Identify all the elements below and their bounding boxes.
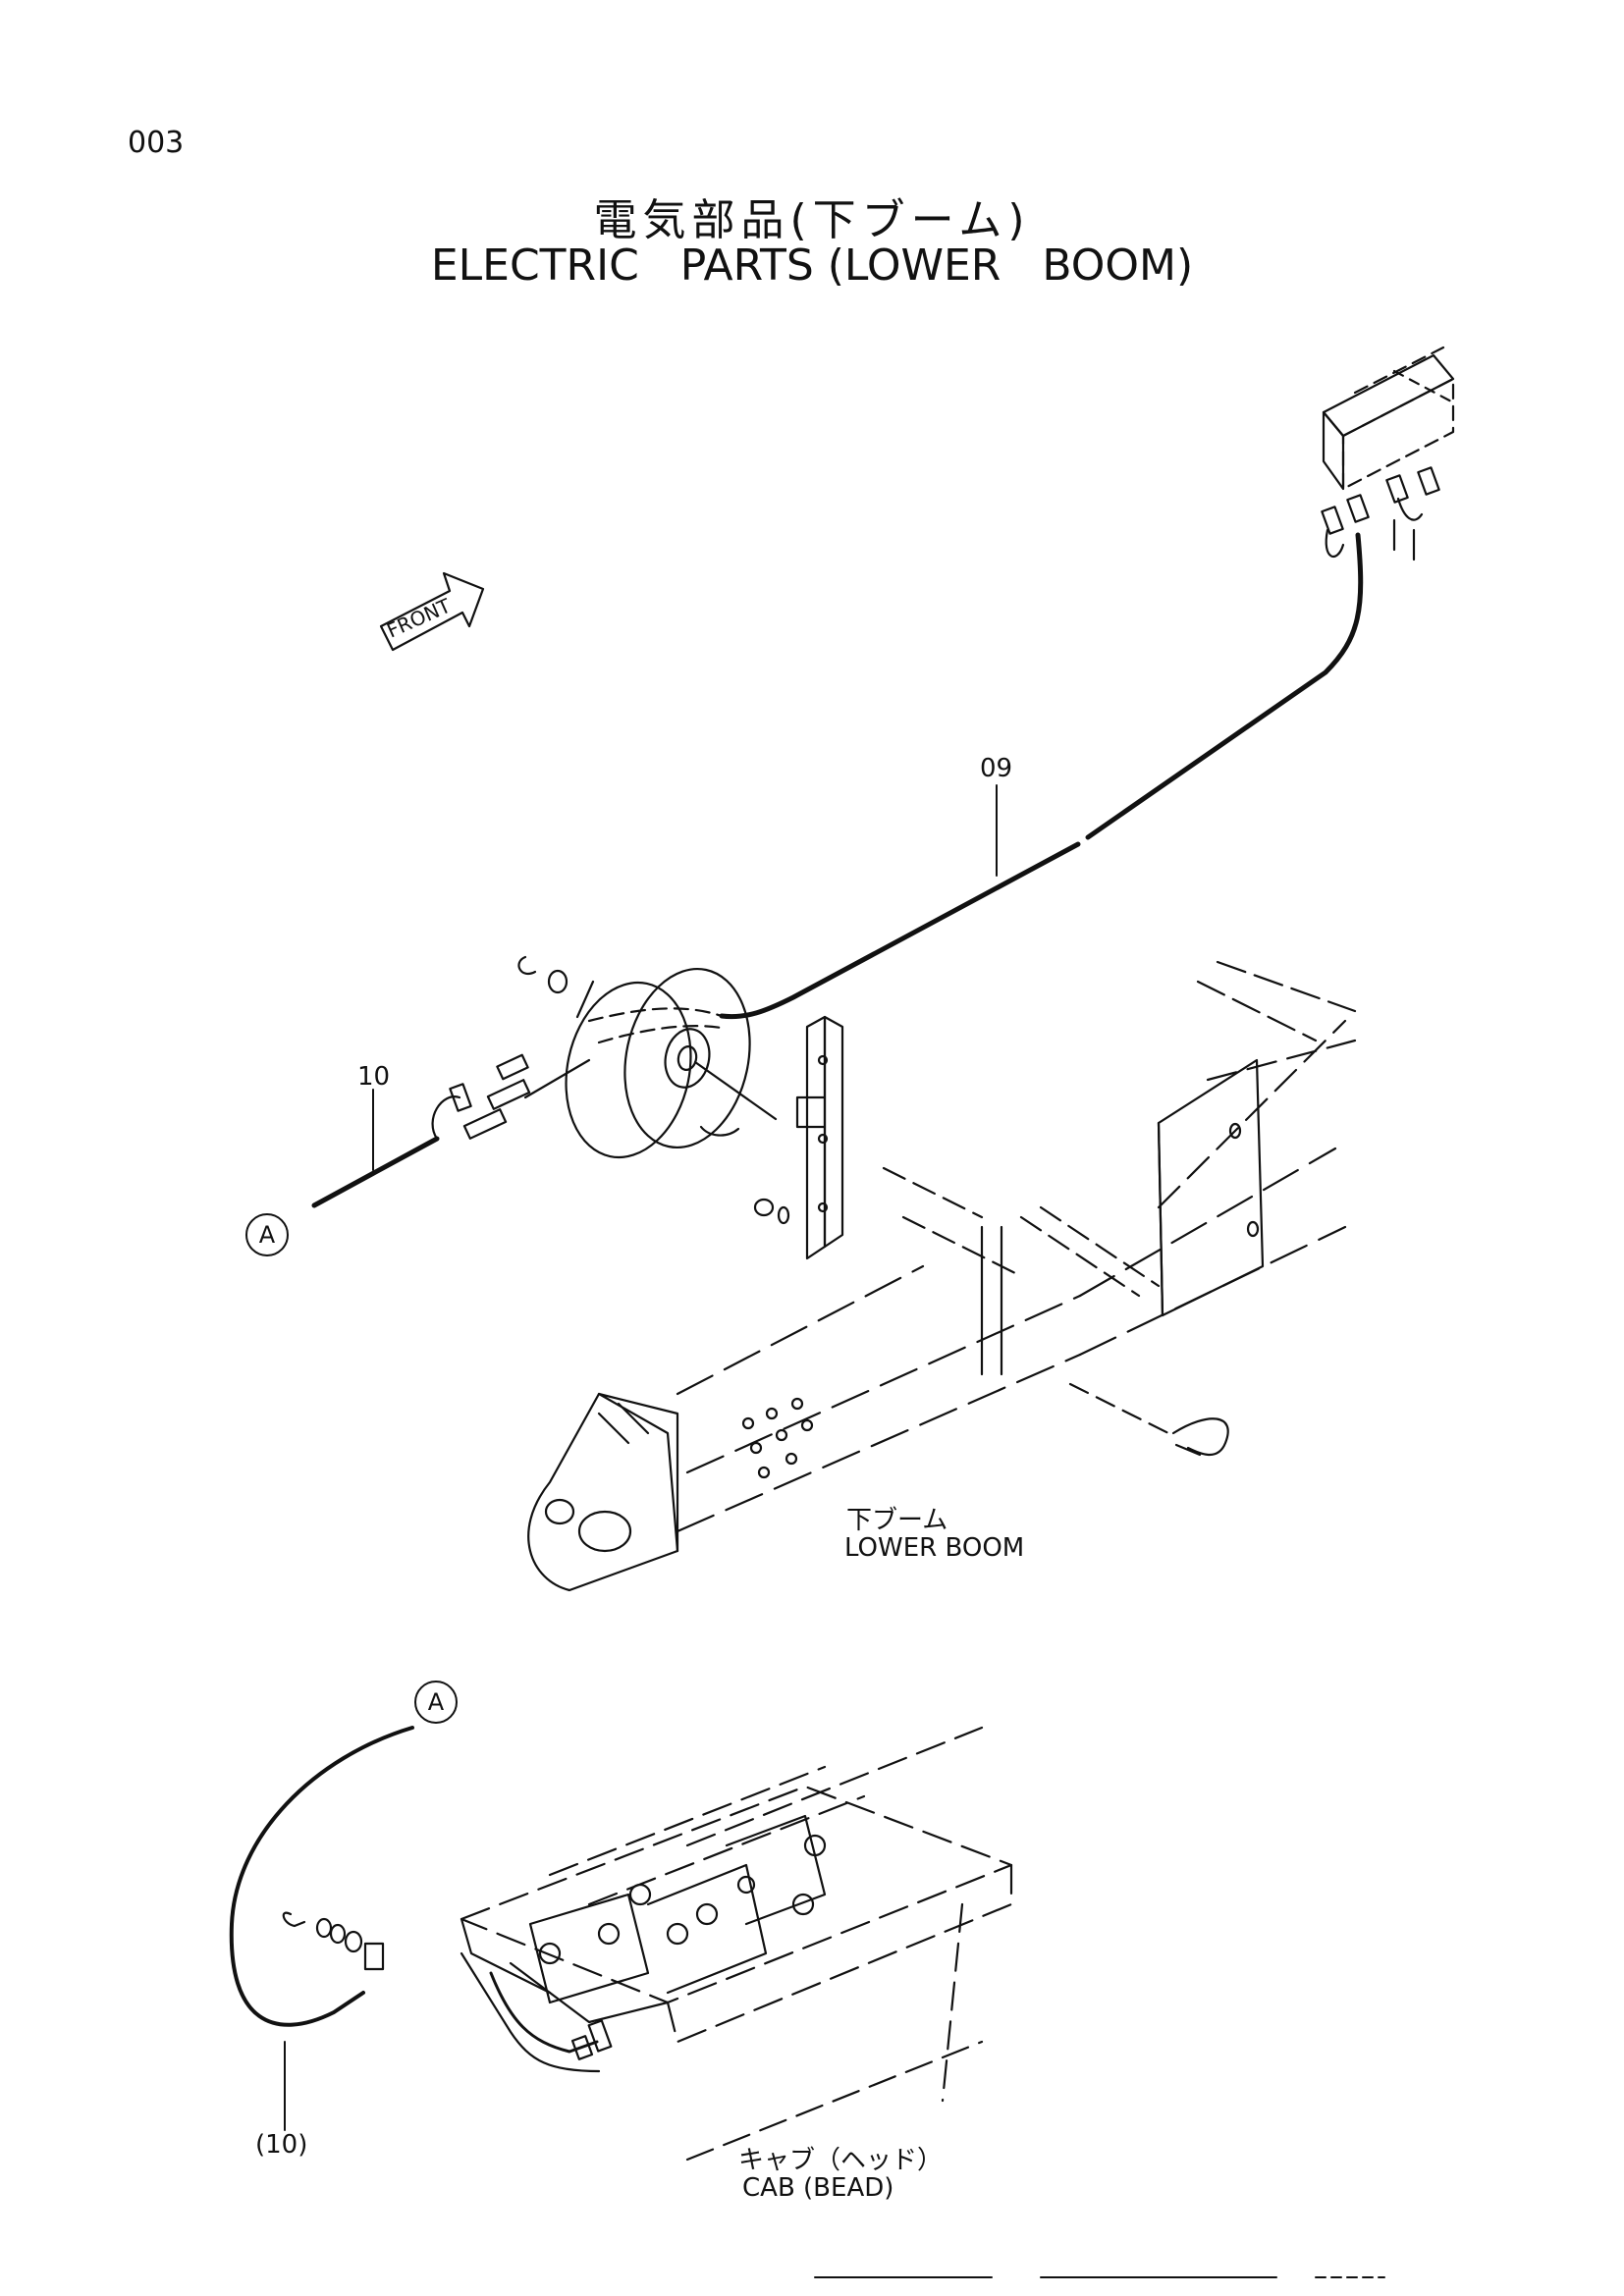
- lower-boom: [527, 960, 1357, 1592]
- title-japanese: 電気部品(下ブーム): [593, 195, 1031, 245]
- cable-10: [311, 1053, 591, 1208]
- bottom-connector: [489, 1971, 613, 2060]
- boom-holes: [741, 1397, 814, 1479]
- cable-09: [719, 532, 1364, 1020]
- junction-box: [1322, 346, 1455, 491]
- label-lower-boom-en: LOWER BOOM: [844, 1533, 1025, 1563]
- callout-a-top: A: [245, 1213, 289, 1256]
- cable-reel: [517, 955, 778, 1159]
- clip-fasteners: [282, 1911, 385, 1971]
- top-connectors: [1321, 466, 1440, 561]
- cable-10-loop: [229, 1726, 414, 2027]
- label-cab-en: CAB (BEAD): [742, 2173, 894, 2203]
- mounting-bracket: [753, 1015, 844, 1260]
- label-lower-boom-jp: 下ブーム: [846, 1506, 948, 1535]
- cab-frame: [460, 1726, 1013, 2162]
- front-arrow-icon: FRONT: [379, 571, 485, 652]
- part-number-09: 09: [980, 754, 1013, 783]
- part-number-10: 10: [357, 1062, 391, 1092]
- callout-a-bottom: A: [414, 1681, 458, 1724]
- label-cab-jp: キャブ（ヘッド）: [738, 2146, 944, 2175]
- title-english: ELECTRIC PARTS (LOWER BOOM): [430, 240, 1194, 291]
- part-number-10-ref: (10): [255, 2130, 308, 2160]
- page-number: 003: [128, 126, 185, 160]
